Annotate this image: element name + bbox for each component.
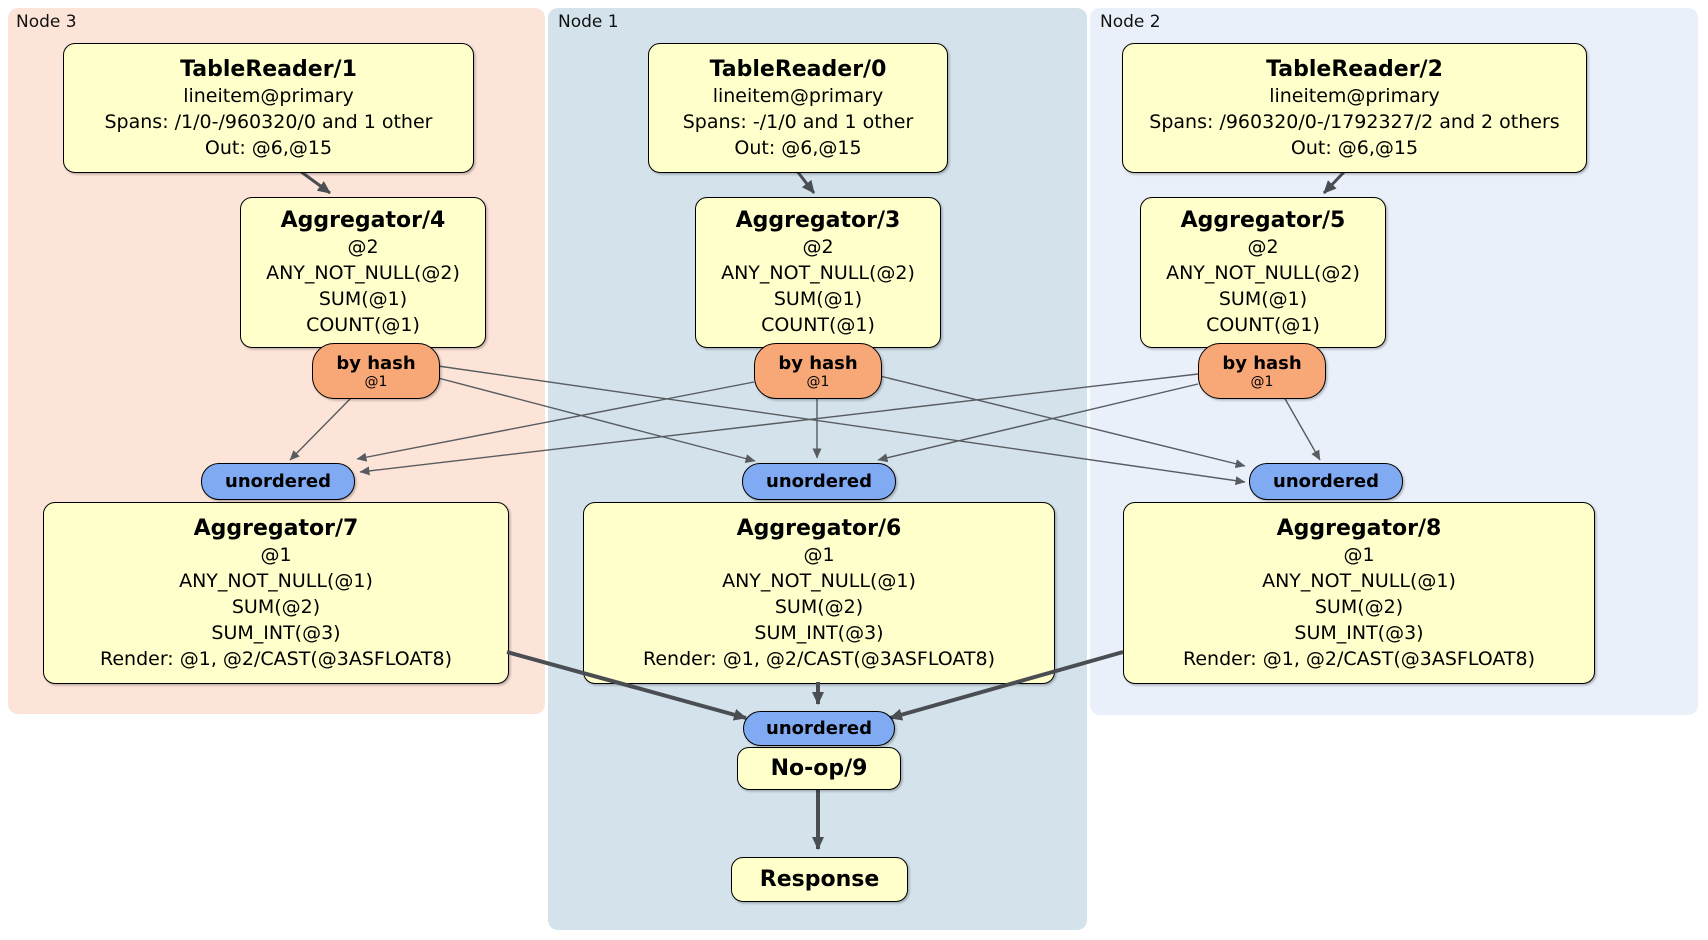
processor-title: Response — [759, 867, 880, 892]
processor-title: Aggregator/6 — [736, 515, 902, 541]
processor-title: Aggregator/4 — [280, 208, 446, 233]
processor-title: TableReader/2 — [1266, 56, 1443, 82]
edge-hashR-syncL — [359, 373, 1199, 476]
processor-line: ANY_NOT_NULL(@1) — [179, 569, 373, 592]
processor-title: Aggregator/5 — [1180, 208, 1346, 233]
processor-line: Spans: /1/0-/960320/0 and 1 other — [104, 110, 433, 133]
processor-line: @1 — [1343, 543, 1375, 566]
processor-line: Render: @1, @2/CAST(@3ASFLOAT8) — [1183, 647, 1535, 670]
edge-hashM-syncR — [879, 375, 1246, 469]
processor-aggregator-3: Aggregator/3 @2 ANY_NOT_NULL(@2) SUM(@1)… — [695, 197, 941, 348]
processor-line: SUM(@1) — [773, 288, 863, 310]
router-by-hash-right: by hash @1 — [1198, 343, 1326, 399]
edge-tr1-agg4 — [299, 169, 331, 195]
processor-title: No-op/9 — [770, 756, 868, 781]
processor-line: Spans: /960320/0-/1792327/2 and 2 others — [1149, 110, 1560, 133]
processor-aggregator-6: Aggregator/6 @1 ANY_NOT_NULL(@1) SUM(@2)… — [583, 502, 1055, 684]
sync-label: unordered — [766, 718, 872, 739]
processor-line: SUM(@1) — [1218, 288, 1308, 310]
processor-line: Render: @1, @2/CAST(@3ASFLOAT8) — [100, 647, 452, 670]
processor-line: @2 — [802, 236, 834, 258]
processor-line: SUM(@1) — [318, 288, 408, 310]
processor-line: SUM_INT(@3) — [211, 621, 341, 644]
processor-aggregator-7: Aggregator/7 @1 ANY_NOT_NULL(@1) SUM(@2)… — [43, 502, 509, 684]
panel-label-node3: Node 3 — [16, 12, 77, 32]
edge-tr2-agg5 — [1322, 169, 1347, 195]
processor-line: Out: @6,@15 — [1290, 136, 1419, 159]
sync-label: unordered — [225, 471, 331, 492]
sync-label: unordered — [1273, 471, 1379, 492]
panel-label-node2: Node 2 — [1100, 12, 1161, 32]
processor-line: SUM(@2) — [774, 595, 864, 618]
router-detail: @1 — [806, 373, 830, 390]
edge-agg8-syncFinal — [889, 650, 1124, 721]
processor-line: COUNT(@1) — [1206, 314, 1320, 336]
processor-aggregator-8: Aggregator/8 @1 ANY_NOT_NULL(@1) SUM(@2)… — [1123, 502, 1595, 684]
processor-line: ANY_NOT_NULL(@2) — [721, 262, 915, 284]
processor-line: Spans: -/1/0 and 1 other — [682, 110, 914, 133]
processor-line: Out: @6,@15 — [204, 136, 333, 159]
sync-unordered-left: unordered — [201, 463, 355, 500]
processor-line: ANY_NOT_NULL(@1) — [722, 569, 916, 592]
processor-title: Aggregator/7 — [193, 515, 359, 541]
router-label: by hash — [336, 352, 416, 374]
router-detail: @1 — [364, 373, 388, 390]
edge-hashR-syncR — [1283, 396, 1321, 461]
sync-unordered-right: unordered — [1249, 463, 1403, 500]
sync-unordered-final: unordered — [743, 711, 895, 746]
edge-agg7-syncFinal — [506, 650, 747, 721]
sync-label: unordered — [766, 471, 872, 492]
processor-line: @1 — [803, 543, 835, 566]
processor-line: SUM(@2) — [1314, 595, 1404, 618]
edge-hashL-syncM — [437, 377, 756, 463]
processor-line: lineitem@primary — [1269, 84, 1440, 107]
processor-line: COUNT(@1) — [761, 314, 875, 336]
processor-title: Aggregator/3 — [735, 208, 901, 233]
edge-tr0-agg3 — [795, 170, 816, 194]
processor-noop-9: No-op/9 — [737, 747, 901, 790]
processor-line: ANY_NOT_NULL(@2) — [266, 262, 460, 284]
router-by-hash-left: by hash @1 — [312, 343, 440, 399]
router-label: by hash — [1222, 352, 1302, 374]
router-by-hash-mid: by hash @1 — [754, 343, 882, 399]
processor-line: ANY_NOT_NULL(@2) — [1166, 262, 1360, 284]
processor-line: COUNT(@1) — [306, 314, 420, 336]
router-label: by hash — [778, 352, 858, 374]
processor-response: Response — [731, 857, 908, 902]
processor-line: @2 — [347, 236, 379, 258]
processor-line: @2 — [1247, 236, 1279, 258]
edge-hashR-syncM — [877, 383, 1199, 463]
processor-line: lineitem@primary — [712, 84, 884, 107]
processor-aggregator-4: Aggregator/4 @2 ANY_NOT_NULL(@2) SUM(@1)… — [240, 197, 486, 348]
processor-title: TableReader/1 — [180, 56, 357, 82]
edge-hashM-syncL — [356, 381, 755, 462]
panel-label-node1: Node 1 — [558, 12, 619, 32]
processor-line: Render: @1, @2/CAST(@3ASFLOAT8) — [643, 647, 995, 670]
processor-line: ANY_NOT_NULL(@1) — [1262, 569, 1456, 592]
processor-line: SUM(@2) — [231, 595, 321, 618]
processor-aggregator-5: Aggregator/5 @2 ANY_NOT_NULL(@2) SUM(@1)… — [1140, 197, 1386, 348]
processor-tablereader-2: TableReader/2 lineitem@primary Spans: /9… — [1122, 43, 1587, 173]
sync-unordered-mid: unordered — [742, 463, 896, 500]
processor-title: Aggregator/8 — [1276, 515, 1442, 541]
processor-line: lineitem@primary — [183, 84, 354, 107]
processor-line: @1 — [260, 543, 292, 566]
processor-line: SUM_INT(@3) — [754, 621, 884, 644]
processor-line: Out: @6,@15 — [734, 136, 862, 159]
processor-line: SUM_INT(@3) — [1294, 621, 1424, 644]
edge-hashL-syncL — [289, 396, 353, 461]
processor-title: TableReader/0 — [709, 56, 887, 82]
processor-tablereader-1: TableReader/1 lineitem@primary Spans: /1… — [63, 43, 474, 173]
router-detail: @1 — [1250, 373, 1274, 390]
edge-hashL-syncR — [437, 365, 1246, 486]
processor-tablereader-0: TableReader/0 lineitem@primary Spans: -/… — [648, 43, 948, 173]
